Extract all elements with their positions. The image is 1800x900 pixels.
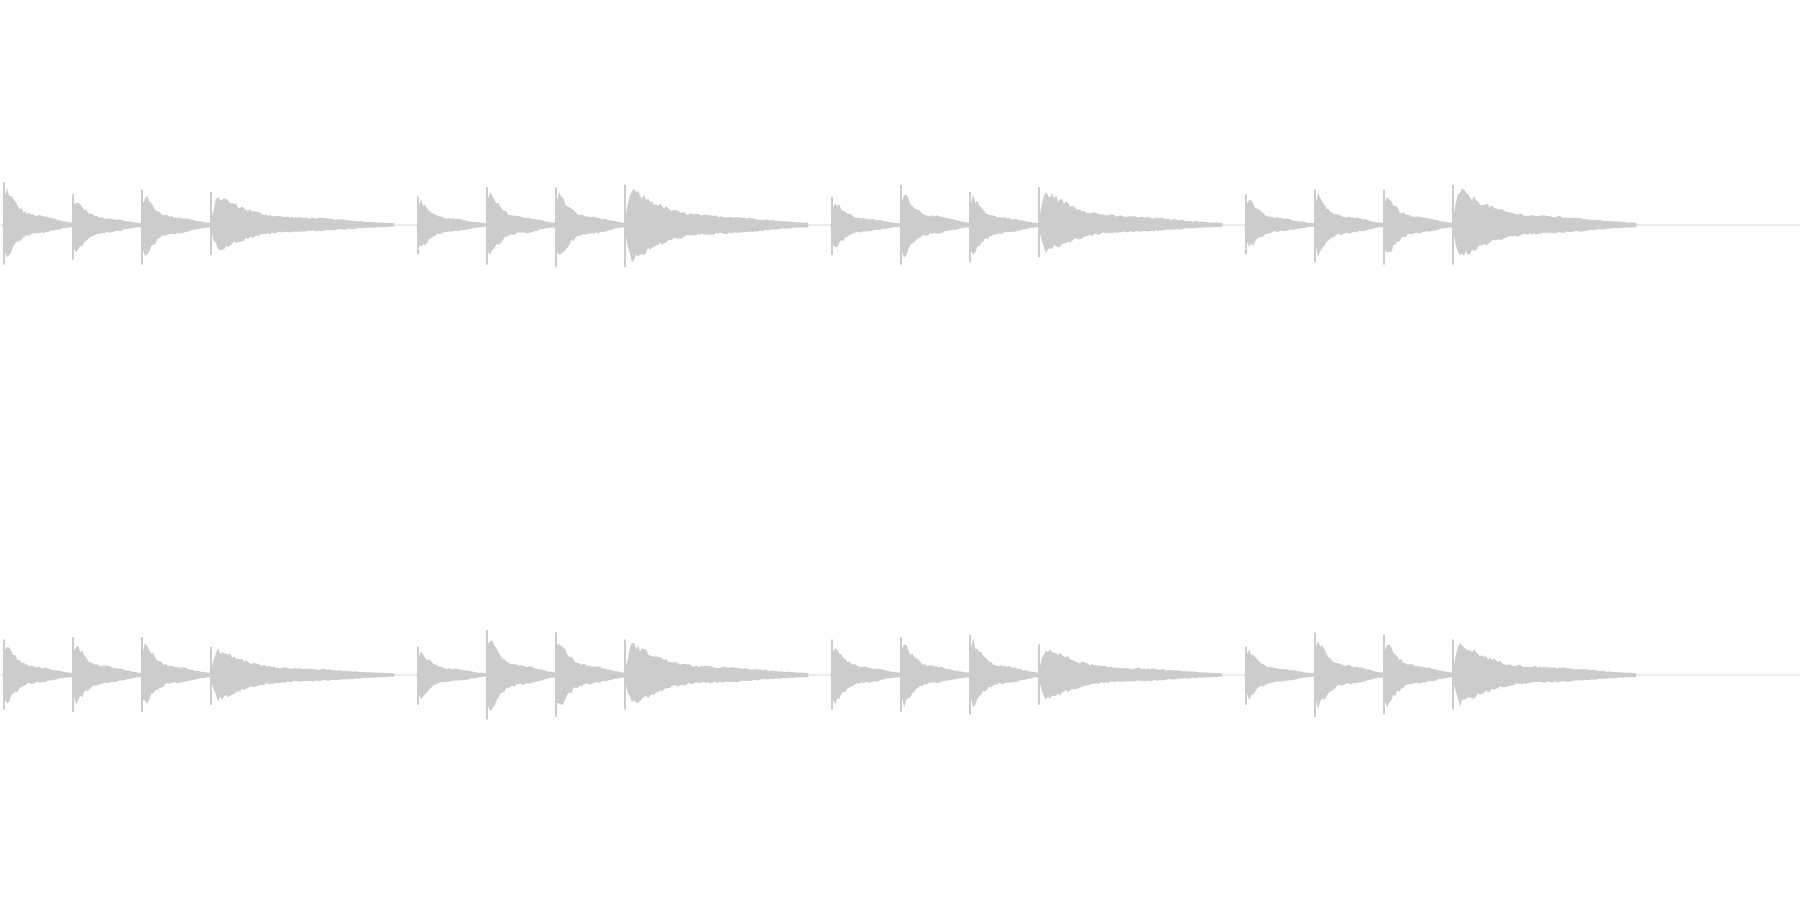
waveform-onset xyxy=(210,646,212,705)
waveform-onset xyxy=(1452,639,1454,710)
waveform-note xyxy=(968,195,1039,255)
waveform-bar-group xyxy=(416,184,809,268)
waveform-onset xyxy=(1038,187,1040,258)
waveform-onset xyxy=(1383,634,1385,715)
waveform-note xyxy=(416,199,487,247)
waveform-bar-group xyxy=(2,637,395,713)
waveform-note xyxy=(416,651,487,699)
waveform-note xyxy=(1244,199,1315,247)
waveform-note xyxy=(1313,640,1384,710)
waveform-note xyxy=(830,203,901,248)
waveform-onset xyxy=(624,184,626,268)
waveform-onset xyxy=(1383,189,1385,265)
waveform-onset xyxy=(72,637,74,713)
waveform-note xyxy=(899,644,970,708)
waveform-onset xyxy=(1038,644,1040,705)
waveform-note xyxy=(899,194,970,258)
waveform-onset xyxy=(72,194,74,260)
waveform-note xyxy=(1244,649,1315,701)
waveform-note xyxy=(1451,188,1637,256)
waveform-bar-group xyxy=(416,630,809,720)
waveform-note xyxy=(140,643,211,704)
waveform-onset xyxy=(969,634,971,715)
waveform-onset xyxy=(1245,194,1247,255)
waveform-note xyxy=(485,192,556,255)
waveform-note xyxy=(623,188,809,263)
waveform-note xyxy=(1313,192,1384,257)
waveform-bar-group xyxy=(1244,632,1637,718)
waveform-onset xyxy=(1452,184,1454,265)
waveform-note xyxy=(2,188,73,257)
waveform-onset xyxy=(141,189,143,265)
waveform-onset xyxy=(831,196,833,255)
waveform-bar-group xyxy=(830,184,1223,265)
waveform-note xyxy=(623,642,809,703)
waveform-onset xyxy=(1245,646,1247,705)
waveform-note xyxy=(1037,191,1223,254)
waveform-note xyxy=(2,646,73,704)
waveform-onset xyxy=(900,184,902,265)
waveform-bar-group xyxy=(2,182,395,265)
waveform-note xyxy=(554,191,625,255)
waveform-onset xyxy=(3,639,5,710)
waveform-onset xyxy=(1314,189,1316,263)
waveform-onset xyxy=(486,630,488,720)
waveform-note xyxy=(1037,649,1223,700)
waveform-onset xyxy=(900,637,902,713)
waveform-onset xyxy=(417,196,419,255)
waveform-onset xyxy=(3,182,5,265)
waveform-bar-group xyxy=(830,634,1223,715)
waveform-note xyxy=(140,195,211,257)
waveform-onset xyxy=(1314,632,1316,718)
waveform-note xyxy=(209,647,395,702)
waveform-onset xyxy=(969,191,971,263)
waveform-note xyxy=(968,639,1039,707)
waveform-note xyxy=(71,645,142,706)
waveform-bar-group xyxy=(1244,184,1637,265)
waveform-note xyxy=(209,197,395,251)
waveform-note xyxy=(1451,642,1637,707)
waveform-note xyxy=(485,640,556,712)
waveform-onset xyxy=(624,639,626,710)
waveform-note xyxy=(71,202,142,253)
waveform-onset xyxy=(831,639,833,710)
waveform-note xyxy=(1382,644,1453,708)
waveform-onset xyxy=(555,632,557,718)
waveform-onset xyxy=(210,191,212,255)
waveform-note xyxy=(1382,196,1453,253)
waveform-note xyxy=(554,644,625,705)
waveform-onset xyxy=(417,646,419,705)
waveform-note xyxy=(830,648,901,705)
waveform-onset xyxy=(486,187,488,265)
waveform-onset xyxy=(141,637,143,713)
waveform-onset xyxy=(555,187,557,268)
